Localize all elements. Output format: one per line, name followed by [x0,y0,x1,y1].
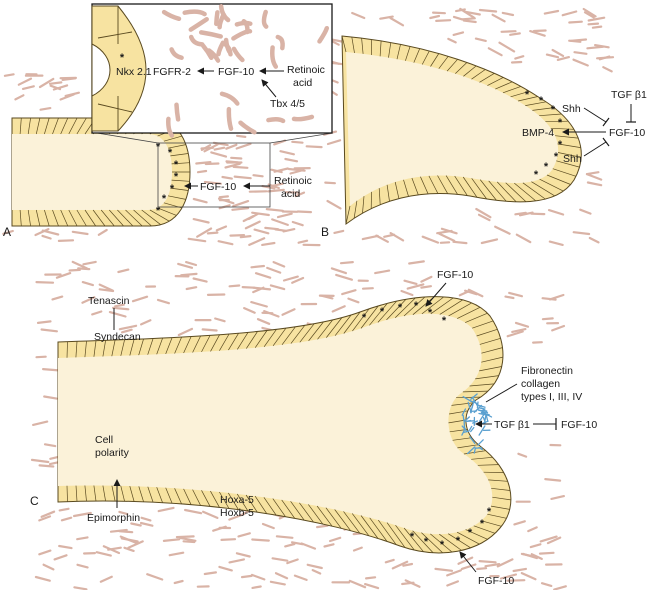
asterisk-marker: * [534,169,539,181]
panel-a: ******* * Nkx 2.1 FGFR-2 FGF-10 Retinoic… [3,4,332,239]
label-c-fgf10-top: FGF-10 [437,269,473,281]
label-b-tgfb1: TGF β1 [611,89,647,101]
asterisk-marker: * [162,193,167,205]
label-tenascin: Tenascin [88,295,130,307]
label-a-fgf10: FGF-10 [200,181,236,193]
asterisk-marker: * [410,531,415,543]
panel-label-b: B [321,225,329,239]
label-b-shh-bottom: Shh [563,153,582,165]
label-nkx21: Nkx 2.1 [116,66,152,78]
asterisk-marker: * [398,302,403,314]
label-inset-acid: acid [293,77,312,89]
asterisk-marker: * [174,171,179,183]
label-polarity: polarity [95,447,130,459]
panel-label-c: C [30,494,39,508]
asterisk-marker: * [487,506,492,518]
asterisk-marker: * [442,315,447,327]
panel-b: ******** TGF β1 Shh BMP-4 FGF-10 Shh B [321,36,647,239]
asterisk-marker: * [480,518,485,530]
label-c-tgfb1: TGF β1 [494,419,530,431]
label-inset-fgf10: FGF-10 [218,66,254,78]
label-epimorphin: Epimorphin [87,512,140,524]
label-collagen: collagen [521,378,560,390]
asterisk-marker: * [170,183,175,195]
asterisk-marker: * [456,535,461,547]
label-inset-retinoic: Retinoic [287,64,325,76]
asterisk-marker: * [544,161,549,173]
label-syndecan: Syndecan [94,331,141,343]
label-fibronectin: Fibronectin [521,365,573,377]
label-b-bmp4: BMP-4 [522,127,554,139]
label-fgfr2: FGFR-2 [153,66,191,78]
asterisk-marker: * [558,117,563,129]
label-b-fgf10: FGF-10 [609,127,645,139]
inset-asterisk: * [120,52,125,64]
asterisk-marker: * [168,147,173,159]
label-collagen-types: types I, III, IV [521,391,582,403]
label-a-retinoic: Retinoic [274,175,312,187]
panel-a-lumen [12,134,172,210]
label-tbx45: Tbx 4/5 [270,98,305,110]
label-hoxb5: Hoxb-5 [220,507,254,519]
asterisk-marker: * [525,89,530,101]
panel-label-a: A [3,225,11,239]
asterisk-marker: * [554,151,559,163]
panel-c: ************* FGF-10 Tenascin Syndecan F… [30,269,597,587]
label-hoxa5: Hoxa-5 [220,494,254,506]
asterisk-marker: * [362,312,367,324]
asterisk-marker: * [551,104,556,116]
label-cell: Cell [95,434,113,446]
asterisk-marker: * [424,536,429,548]
label-b-shh-top: Shh [562,103,581,115]
asterisk-marker: * [174,159,179,171]
asterisk-marker: * [539,95,544,107]
asterisk-marker: * [414,300,419,312]
asterisk-marker: * [468,527,473,539]
asterisk-marker: * [428,307,433,319]
label-c-fgf10-bottom: FGF-10 [478,575,514,587]
label-c-fgf10-right: FGF-10 [561,419,597,431]
label-a-acid: acid [281,188,300,200]
asterisk-marker: * [380,306,385,318]
asterisk-marker: * [440,539,445,551]
asterisk-marker: * [558,139,563,151]
